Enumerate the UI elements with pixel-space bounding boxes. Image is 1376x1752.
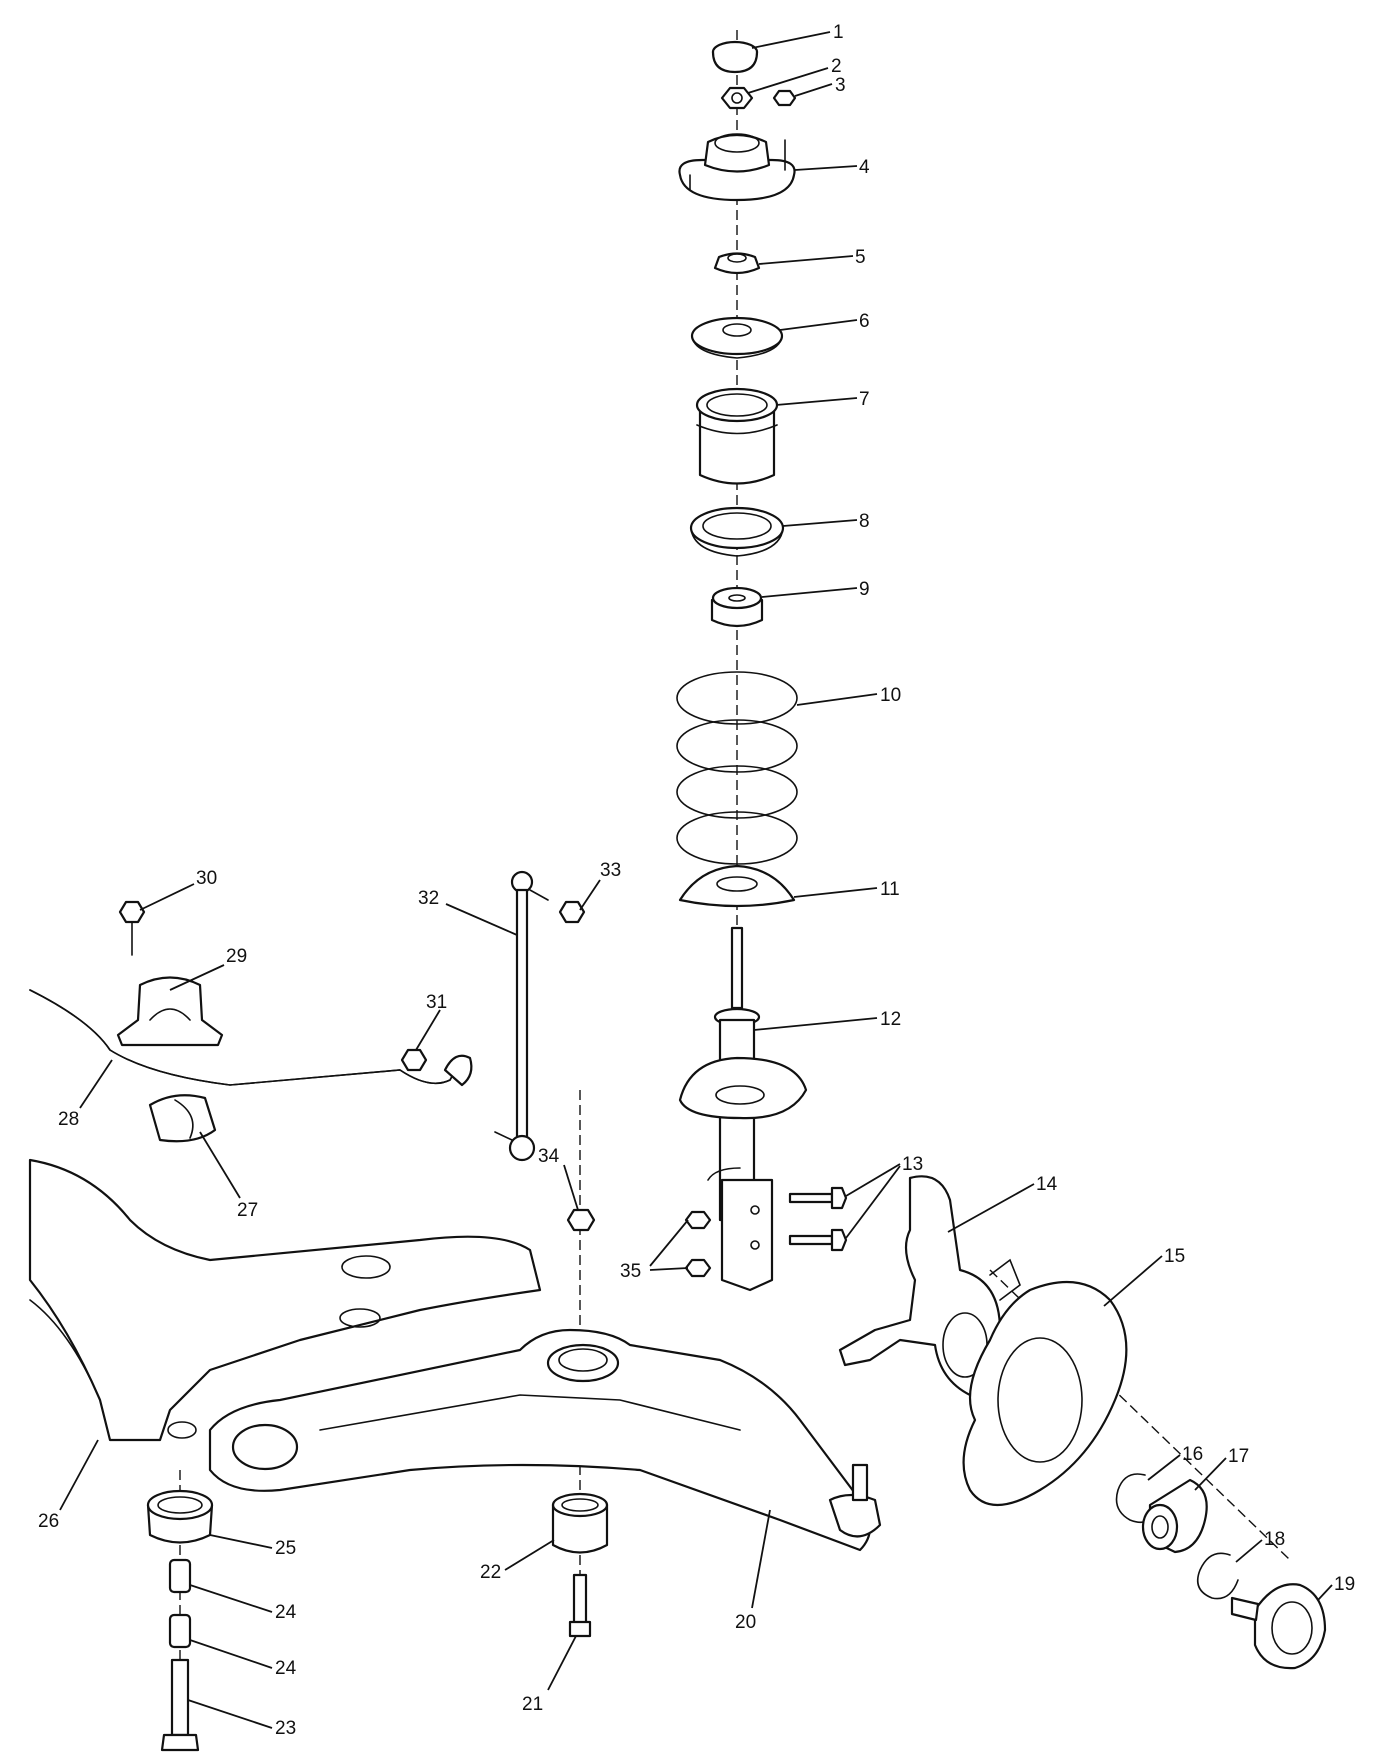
part-1-dust-cap <box>711 40 759 74</box>
part-8-upper-spring-seat <box>689 506 785 557</box>
callout-9: 9 <box>859 579 870 600</box>
part-24-sleeve-lower <box>168 1613 192 1649</box>
part-20-lower-control-arm <box>208 1328 882 1552</box>
part-10-coil-spring <box>676 671 798 865</box>
part-15-splash-shield <box>962 1280 1128 1507</box>
callout-15: 15 <box>1164 1246 1185 1267</box>
part-11-spring-insulator <box>678 864 796 908</box>
callout-12: 12 <box>880 1009 901 1030</box>
callout-8: 8 <box>859 511 870 532</box>
part-3-nut <box>772 89 797 107</box>
part-4-strut-mount <box>678 133 796 202</box>
part-22-bushing <box>551 1492 609 1554</box>
part-28-stabilizer-bar <box>29 989 473 1087</box>
part-35-strut-nuts <box>684 1210 712 1278</box>
callout-26: 26 <box>38 1511 59 1532</box>
callout-7: 7 <box>859 389 870 410</box>
part-24-sleeve-upper <box>168 1558 192 1594</box>
part-26-crossmember <box>28 1158 542 1442</box>
part-19-wheel-hub <box>1230 1583 1327 1670</box>
callout-5: 5 <box>855 247 866 268</box>
leader-lines <box>59 31 1333 1729</box>
part-14-steering-knuckle <box>838 1175 1021 1397</box>
part-9-jounce-bumper <box>710 586 764 628</box>
callout-22: 22 <box>480 1562 501 1583</box>
callout-2: 2 <box>831 56 842 77</box>
callout-27: 27 <box>237 1200 258 1221</box>
part-7-dust-boot <box>695 387 779 485</box>
callout-23: 23 <box>275 1718 296 1739</box>
part-27-stabilizer-bushing <box>148 1094 217 1143</box>
callout-28: 28 <box>58 1109 79 1130</box>
callout-4: 4 <box>859 157 870 178</box>
callout-13: 13 <box>902 1154 923 1175</box>
part-30-clamp-bolt <box>118 900 146 956</box>
part-6-bearing <box>690 316 784 359</box>
callout-30: 30 <box>196 868 217 889</box>
part-23-bolt <box>160 1658 200 1752</box>
part-17-wheel-bearing <box>1141 1478 1208 1554</box>
part-12-strut-shock <box>678 926 808 1292</box>
part-33-link-nut <box>558 900 586 924</box>
part-29-stabilizer-clamp <box>116 976 224 1047</box>
callout-35: 35 <box>620 1261 641 1282</box>
callout-19: 19 <box>1334 1574 1355 1595</box>
part-18-retaining-ring <box>1196 1552 1239 1600</box>
part-2-nut <box>720 86 754 110</box>
callout-21: 21 <box>522 1694 543 1715</box>
callout-3: 3 <box>835 75 846 96</box>
callout-10: 10 <box>880 685 901 706</box>
callout-24-lower: 24 <box>275 1658 297 1679</box>
callout-24-upper: 24 <box>275 1602 297 1623</box>
part-13-strut-bolts <box>788 1186 848 1252</box>
part-25-bushing <box>146 1489 214 1544</box>
callout-20: 20 <box>735 1612 756 1633</box>
part-21-bolt <box>568 1573 592 1638</box>
callout-16: 16 <box>1182 1444 1203 1465</box>
callout-34: 34 <box>538 1146 560 1167</box>
part-31-link-nut <box>400 1048 428 1072</box>
callout-6: 6 <box>859 311 870 332</box>
callout-25: 25 <box>275 1538 296 1559</box>
callout-29: 29 <box>226 946 247 967</box>
part-32-stabilizer-link <box>494 870 549 1162</box>
callout-18: 18 <box>1264 1529 1285 1550</box>
callout-31: 31 <box>426 992 447 1013</box>
part-34-ball-joint-nut <box>566 1208 596 1232</box>
callout-33: 33 <box>600 860 621 881</box>
callout-11: 11 <box>880 879 900 900</box>
part-5-bushing <box>713 252 761 275</box>
callout-17: 17 <box>1228 1446 1249 1467</box>
callout-32: 32 <box>418 888 439 909</box>
callout-14: 14 <box>1036 1174 1058 1195</box>
callout-1: 1 <box>833 22 844 43</box>
